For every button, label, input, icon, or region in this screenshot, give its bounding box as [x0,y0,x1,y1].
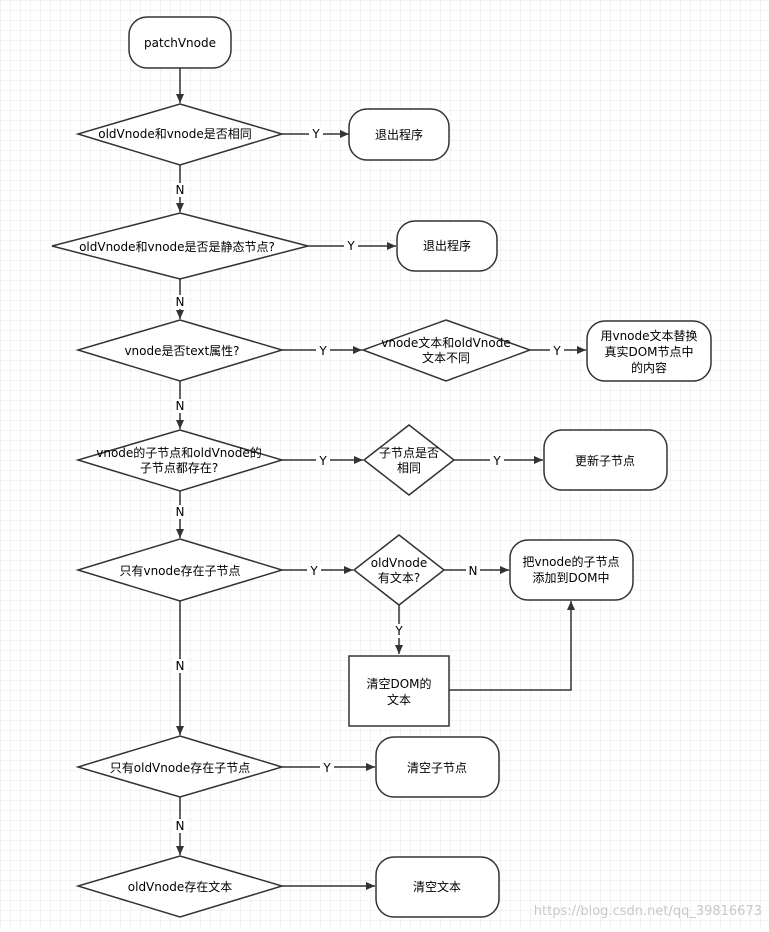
node-exit1-label: 退出程序 [375,127,423,142]
node-add-children-label: 把vnode的子节点 [522,554,619,569]
node-add-children-label: 添加到DOM中 [532,570,609,585]
node-replace-text-label: 真实DOM节点中 [604,344,693,359]
node-q-only-old-shape [75,735,285,798]
node-q-text-shape [75,319,285,382]
node-replace-text-shape [586,320,712,382]
edge-clear-dom-to-add [449,601,575,691]
node-update-children-shape [543,429,668,491]
node-labels: patchVnode oldVnode和vnode是否相同 退出程序 oldVn… [79,36,697,894]
edge-label-yes: Y [492,454,501,468]
node-update-children-label: 更新子节点 [575,453,635,468]
node-replace-text-label: 用vnode文本替换 [600,328,697,343]
edge-label-yes: Y [309,564,318,578]
node-exit1-shape [348,108,450,161]
node-q-only-vnode-label: 只有vnode存在子节点 [119,564,240,578]
edge-label-no: N [469,564,478,578]
node-q-old-text-shape [75,855,285,918]
node-q-text-label: vnode是否text属性? [124,344,239,358]
node-q-old-has-text-label: oldVnode [371,556,427,570]
edge-label-yes: Y [346,239,355,253]
node-clear-children-shape [375,736,500,798]
edge-label-yes: Y [318,454,327,468]
edge-label-no: N [176,659,185,673]
node-start-shape [128,16,232,69]
node-q-both-children-label: vnode的子节点和oldVnode的 [96,445,262,460]
node-exit2-label: 退出程序 [423,238,471,253]
watermark-text: https://blog.csdn.net/qq_39816673 [534,904,762,919]
node-q-children-same-label: 子节点是否 [379,446,439,460]
edge-label-no: N [176,819,185,833]
node-q-text-diff-label: 文本不同 [422,350,470,365]
node-q-children-same-label: 相同 [397,461,421,475]
node-q-static-shape [51,212,309,280]
node-q-old-text-label: oldVnode存在文本 [128,879,232,894]
edge-label-yes: Y [394,624,403,638]
node-clear-dom-text-label: 清空DOM的 [366,676,431,691]
edge-label-yes: Y [552,344,561,358]
node-clear-text-label: 清空文本 [413,879,461,894]
node-clear-children-label: 清空子节点 [407,761,467,775]
edge-label-no: N [176,399,185,413]
node-q-children-same-shape [362,424,456,496]
nodes [51,16,712,918]
edge-label-no: N [176,295,185,309]
edge-label-yes: Y [318,344,327,358]
node-clear-dom-text-shape [348,655,450,727]
node-start-label: patchVnode [144,36,216,50]
node-q-static-label: oldVnode和vnode是否是静态节点? [79,240,275,254]
edge-label-yes: Y [322,761,331,775]
node-q-old-has-text-shape [352,534,446,606]
node-q-both-children-label: 子节点都存在? [140,461,218,475]
node-q-text-diff-label: vnode文本和oldVnode [381,335,511,350]
edge-labels: Y N Y N Y Y N Y Y N Y N Y N Y N [173,127,564,833]
node-add-children-shape [509,539,634,601]
node-clear-text-shape [375,856,500,918]
edge-label-no: N [176,183,185,197]
node-q-old-has-text-label: 有文本? [378,570,420,585]
edge-label-yes: Y [311,127,320,141]
node-q-same-label: oldVnode和vnode是否相同 [98,127,252,141]
node-clear-dom-text-label: 文本 [387,692,411,707]
node-q-same-shape [75,103,285,166]
edge-label-no: N [176,505,185,519]
node-replace-text-label: 的内容 [631,360,667,375]
node-q-text-diff-shape [360,319,533,382]
node-q-both-children-shape [75,429,285,492]
node-exit2-shape [396,220,498,272]
node-q-only-vnode-shape [75,538,285,602]
node-q-only-old-label: 只有oldVnode存在子节点 [110,761,250,775]
